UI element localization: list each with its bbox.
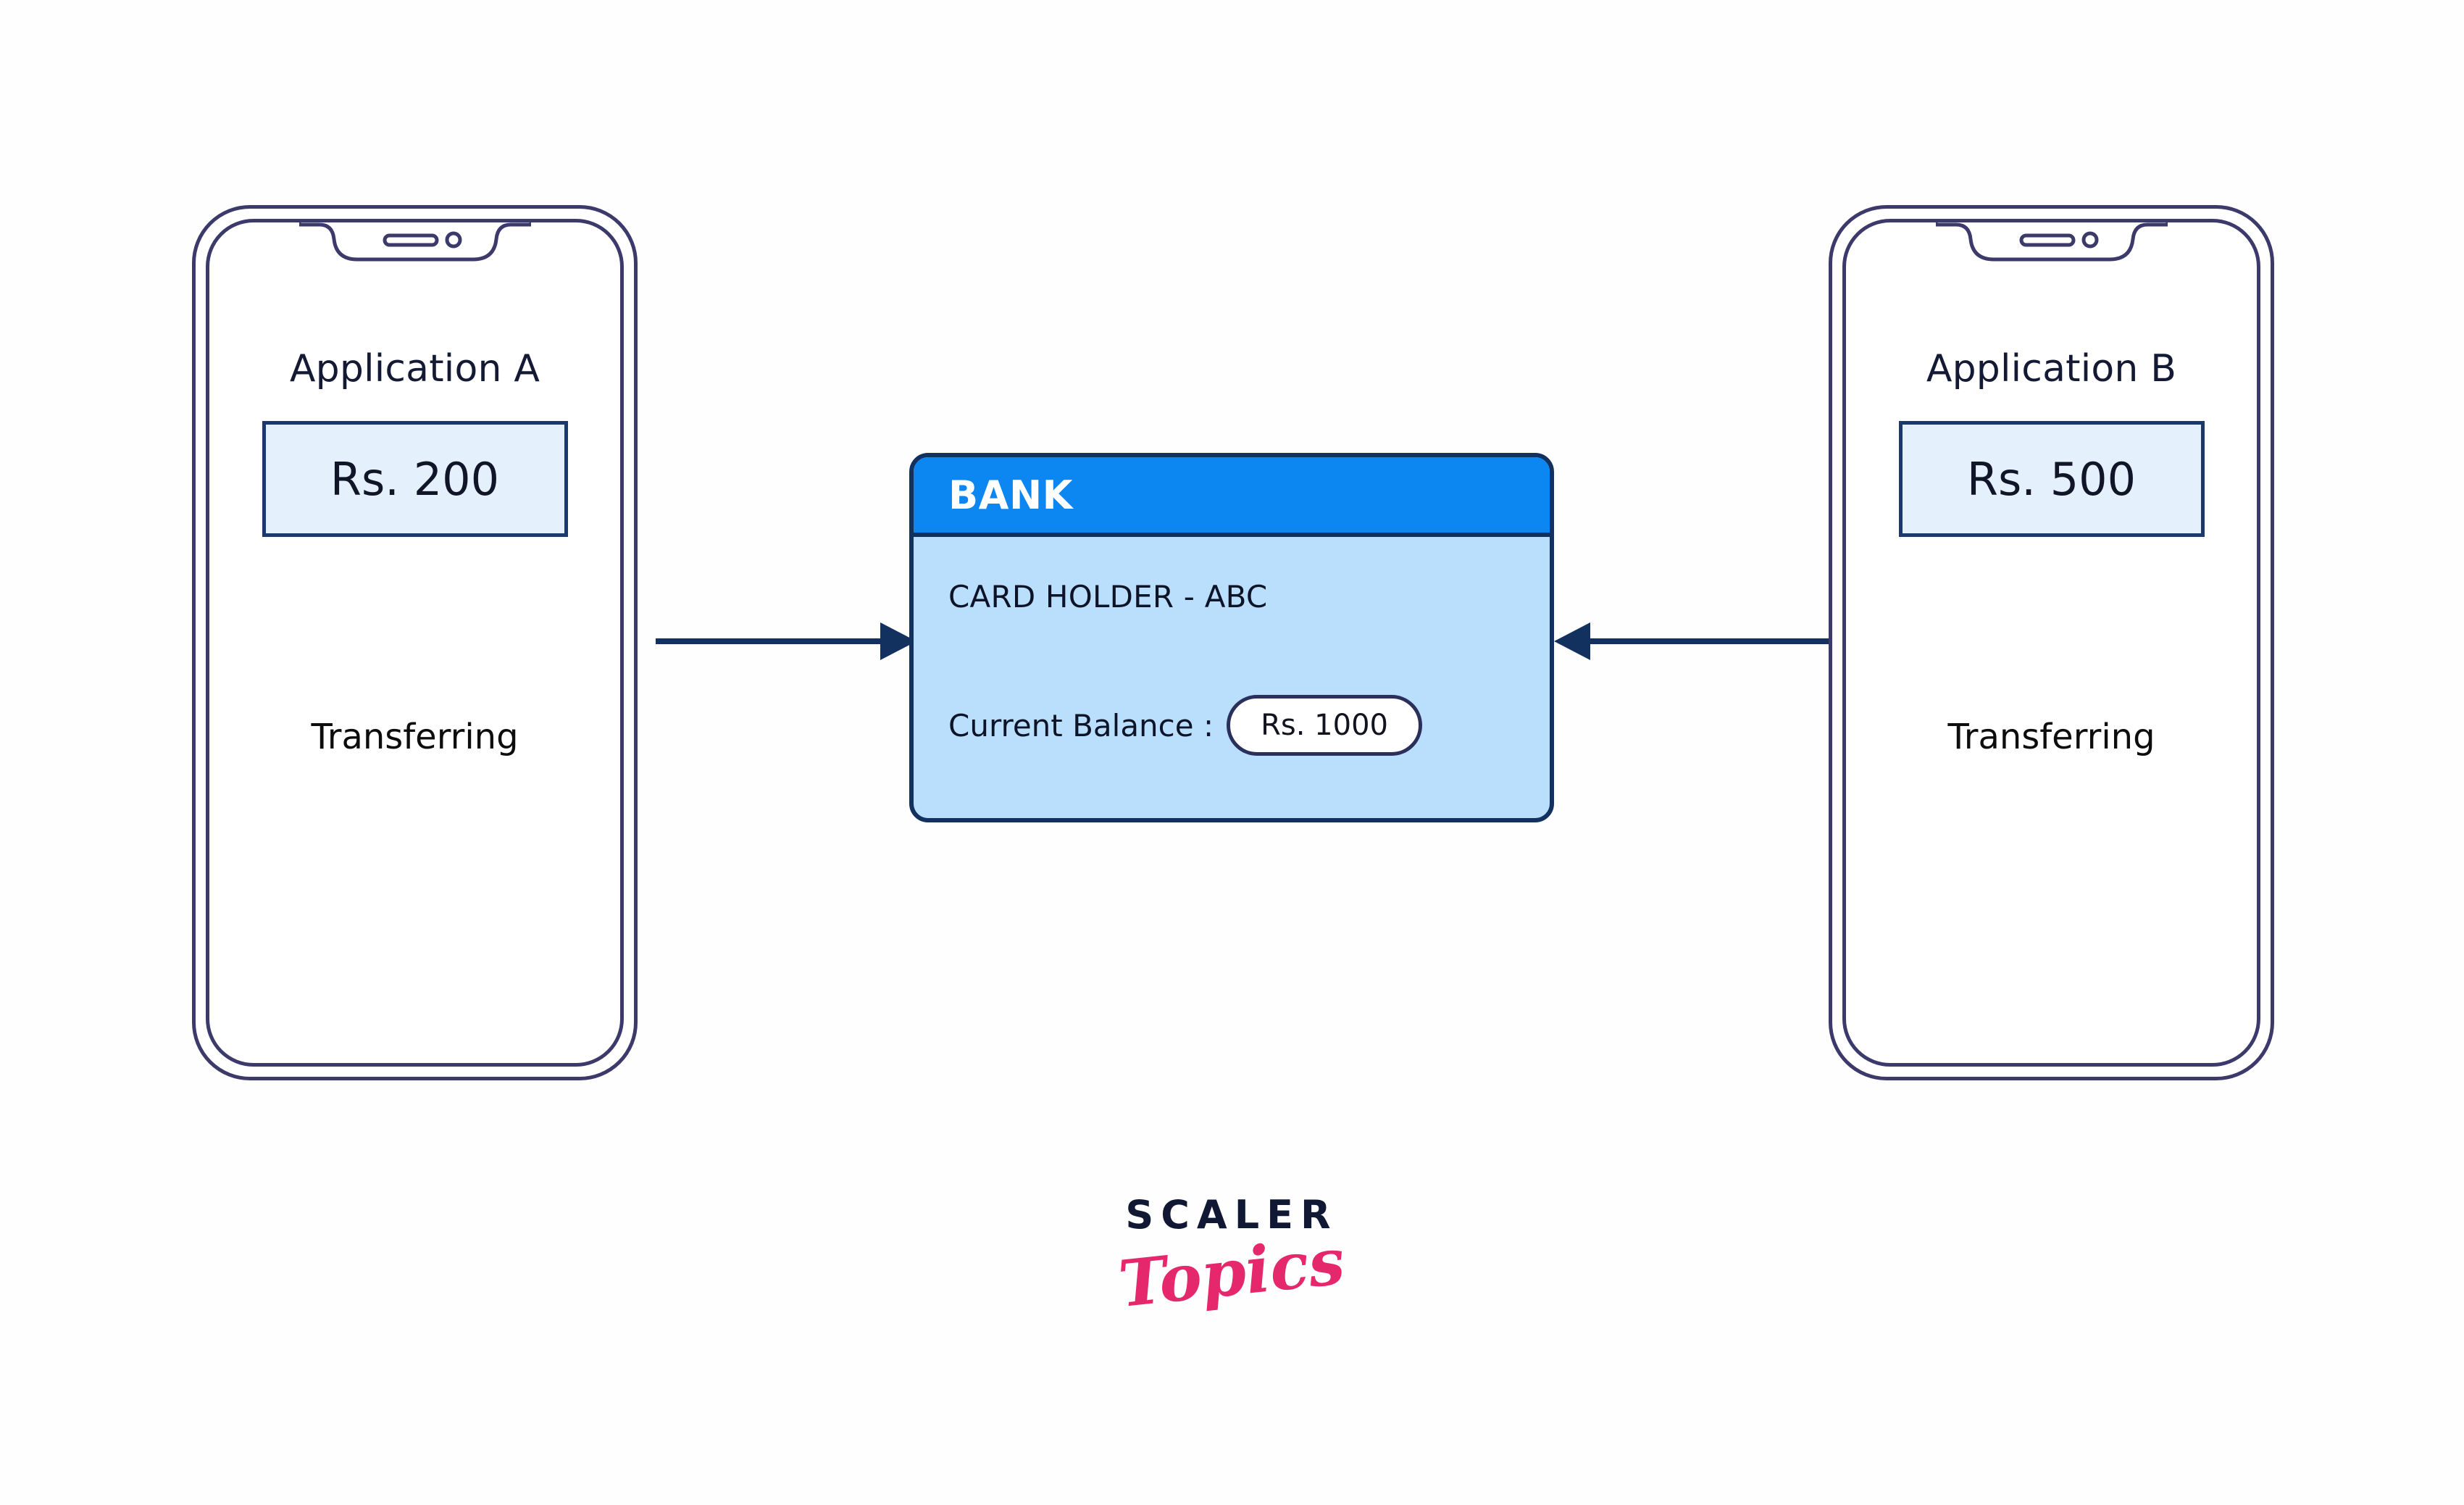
arrow-b-to-bank [1547,612,1837,670]
amount-box-a: Rs. 200 [262,421,568,537]
bank-card-body: CARD HOLDER - ABC Current Balance : Rs. … [914,537,1550,818]
amount-value-a: Rs. 200 [330,452,500,506]
bank-card-title: BANK [948,472,1073,518]
status-text-b: Transferring [1947,717,2155,757]
screen-content-a: Application A Rs. 200 Transferring [209,222,620,1063]
phone-notch-a [298,222,531,264]
speaker-slot-icon [383,233,438,247]
current-balance-label: Current Balance : [948,707,1214,743]
front-camera-icon [445,231,462,249]
phone-screen-b: Application B Rs. 500 Transferring [1842,219,2260,1067]
current-balance-value: Rs. 1000 [1227,695,1422,756]
phone-application-b: Application B Rs. 500 Transferring [1829,205,2274,1080]
logo-topics-script: Topics [1115,1222,1348,1322]
app-title-b: Application B [1926,347,2177,391]
bank-card: BANK CARD HOLDER - ABC Current Balance :… [909,453,1554,822]
arrow-a-to-bank [656,612,916,670]
status-text-a: Transferring [311,717,519,757]
logo-scaler-wordmark: SCALER [1125,1192,1338,1238]
amount-value-b: Rs. 500 [1966,452,2137,506]
screen-content-b: Application B Rs. 500 Transferring [1846,222,2257,1063]
app-title-a: Application A [289,347,540,391]
card-holder-label: CARD HOLDER - ABC [948,579,1268,614]
bank-card-header: BANK [914,457,1550,537]
phone-screen-a: Application A Rs. 200 Transferring [206,219,624,1067]
speaker-slot-icon [2019,233,2075,247]
front-camera-icon [2081,231,2098,249]
phone-notch-b [1935,222,2168,264]
amount-box-b: Rs. 500 [1898,421,2205,537]
scaler-topics-logo: SCALER Topics [1105,1192,1358,1322]
phone-application-a: Application A Rs. 200 Transferring [192,205,638,1080]
current-balance-row: Current Balance : Rs. 1000 [948,695,1515,756]
